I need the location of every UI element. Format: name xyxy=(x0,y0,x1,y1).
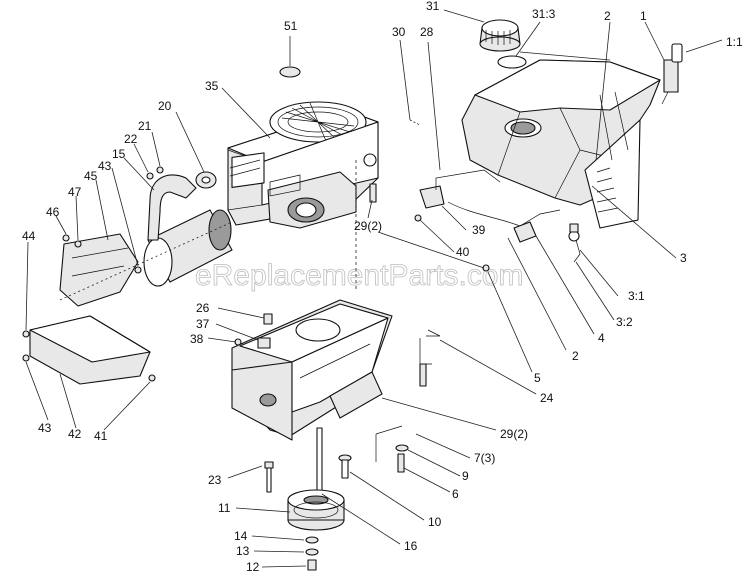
fuel-line xyxy=(447,201,581,272)
gasket-20 xyxy=(195,171,217,189)
label-23: 23 xyxy=(208,473,222,487)
watermark: eReplacementParts.com xyxy=(195,259,523,292)
bolt-23 xyxy=(264,461,274,493)
screw-43b xyxy=(22,354,30,362)
leader-lines xyxy=(25,9,723,568)
label-20: 20 xyxy=(158,99,172,113)
bolts-7-3 xyxy=(375,425,409,473)
bracket-37 xyxy=(257,337,271,349)
label-9: 9 xyxy=(462,469,469,483)
label-46: 46 xyxy=(46,205,60,219)
label-40: 40 xyxy=(456,245,470,259)
bolt-29-2a xyxy=(369,183,377,203)
label-28: 28 xyxy=(420,25,434,39)
screw-46 xyxy=(62,234,70,242)
gasket-31-3 xyxy=(497,55,527,69)
label-5: 5 xyxy=(534,371,541,385)
screw-47 xyxy=(74,240,82,248)
label-47: 47 xyxy=(68,185,82,199)
label-7-3: 7(3) xyxy=(474,451,495,465)
bolt-16 xyxy=(316,427,323,499)
label-15: 15 xyxy=(112,147,126,161)
label-2-bottom: 2 xyxy=(572,349,579,363)
label-44: 44 xyxy=(22,229,36,243)
label-13: 13 xyxy=(236,544,250,558)
label-2-top: 2 xyxy=(604,9,611,23)
label-29-2-plate: 29(2) xyxy=(500,427,528,441)
plug-cap-51 xyxy=(279,66,301,78)
callout-labels: 51 35 31 31:3 30 28 2 1 1:1 20 21 22 15 … xyxy=(22,0,743,574)
label-3: 3 xyxy=(680,251,687,265)
screw-41 xyxy=(148,374,156,382)
label-14: 14 xyxy=(234,529,248,543)
shield-42 xyxy=(29,315,151,385)
label-31: 31 xyxy=(426,0,440,13)
label-1-1: 1:1 xyxy=(726,35,743,49)
label-39: 39 xyxy=(472,223,486,237)
washer-22 xyxy=(146,172,154,180)
label-3-2: 3:2 xyxy=(616,315,633,329)
label-41: 41 xyxy=(94,429,108,443)
label-6: 6 xyxy=(452,487,459,501)
muffler-guard-45 xyxy=(59,233,139,307)
label-11: 11 xyxy=(218,501,231,515)
label-12: 12 xyxy=(246,560,260,574)
label-43-upper: 43 xyxy=(98,159,112,173)
washer-14 xyxy=(305,536,319,544)
alignment-lines xyxy=(59,51,611,301)
label-24: 24 xyxy=(540,391,554,405)
bolt-12 xyxy=(307,559,317,571)
label-16: 16 xyxy=(404,539,418,553)
screw-44 xyxy=(22,330,30,338)
label-45: 45 xyxy=(84,169,98,183)
label-42: 42 xyxy=(68,427,82,441)
label-1: 1 xyxy=(640,9,647,23)
label-21: 21 xyxy=(138,119,152,133)
label-3-1: 3:1 xyxy=(628,289,645,303)
pulley-11 xyxy=(287,489,345,531)
label-22: 22 xyxy=(124,132,138,146)
screw-43a xyxy=(134,266,142,274)
bolt-10 xyxy=(338,454,352,479)
label-38: 38 xyxy=(190,332,204,346)
label-29-2-engine: 29(2) xyxy=(354,219,382,233)
fuel-tank xyxy=(461,59,661,229)
bracket-39 xyxy=(419,185,445,209)
engine-mount-plate xyxy=(231,299,393,441)
rod-28 xyxy=(435,169,501,190)
label-35: 35 xyxy=(205,79,219,93)
gas-cap-31 xyxy=(479,19,521,52)
fuel-valve-1 xyxy=(661,43,683,105)
spacer-26 xyxy=(263,313,273,325)
washer-13 xyxy=(305,548,319,556)
label-30: 30 xyxy=(392,25,406,39)
screw-40 xyxy=(414,214,422,222)
engine xyxy=(227,101,379,229)
label-51: 51 xyxy=(284,19,298,33)
label-37: 37 xyxy=(196,317,210,331)
label-4: 4 xyxy=(598,331,605,345)
bolt-21 xyxy=(156,166,164,174)
rod-24 xyxy=(419,329,441,387)
muffler-15 xyxy=(143,174,233,287)
label-43-lower: 43 xyxy=(38,421,52,435)
label-26: 26 xyxy=(196,301,210,315)
label-31-3: 31:3 xyxy=(532,7,556,21)
label-10: 10 xyxy=(428,515,442,529)
